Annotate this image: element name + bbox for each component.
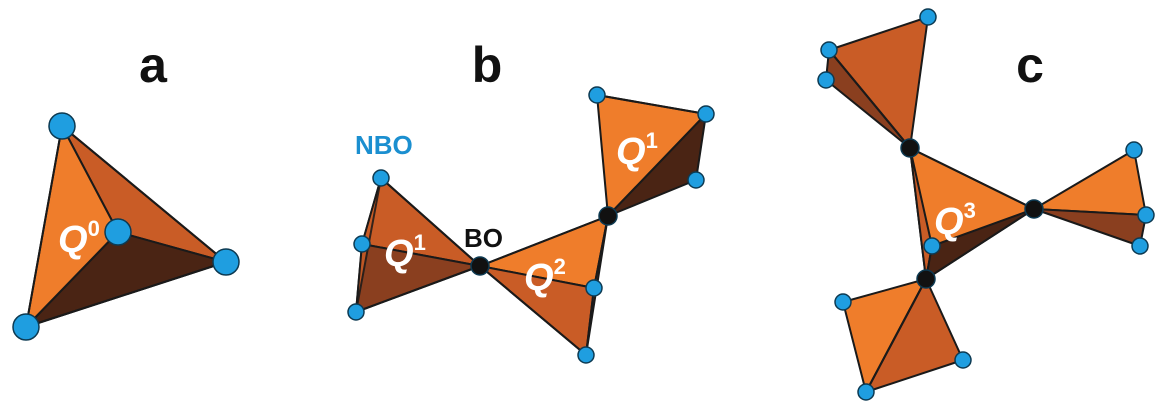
- nbo-atom: [353, 235, 371, 253]
- nbo-atom: [347, 303, 365, 321]
- nbo-atom: [48, 112, 76, 140]
- tetra-edge: [828, 49, 911, 149]
- tetra-edge: [25, 125, 63, 328]
- bo-atom: [900, 138, 920, 158]
- nbo-atom: [1131, 237, 1149, 255]
- nbo-atom: [577, 346, 595, 364]
- q-label-q1-top: Q1: [616, 128, 658, 173]
- nbo-atom: [923, 237, 941, 255]
- nbo-atom: [687, 171, 705, 189]
- panel-c: c Q3: [817, 8, 1155, 401]
- nbo-atom: [104, 218, 132, 246]
- bo-atom: [470, 256, 490, 276]
- tetra-edge: [380, 177, 481, 267]
- bo-atom: [1024, 199, 1044, 219]
- nbo-atom: [372, 169, 390, 187]
- tetra-face-bottom: [925, 208, 1035, 280]
- panel-a: a Q0: [12, 37, 240, 341]
- tetra-edge: [479, 265, 587, 356]
- tetra-edge: [479, 215, 609, 267]
- nbo-atom: [212, 248, 240, 276]
- nbo-atom: [697, 105, 715, 123]
- tetrahedron-c-top: [825, 16, 929, 149]
- nbo-atom: [1137, 206, 1155, 224]
- nbo-atom: [834, 293, 852, 311]
- tetra-edge: [596, 94, 707, 115]
- tetra-face-side: [607, 113, 707, 217]
- q-label-q2: Q2: [524, 254, 566, 299]
- panel-label-c: c: [1016, 37, 1044, 93]
- nbo-label: NBO: [355, 130, 413, 160]
- nbo-atom: [1125, 141, 1143, 159]
- nbo-atom: [954, 351, 972, 369]
- panel-label-a: a: [139, 37, 168, 93]
- tetra-edge: [61, 125, 227, 263]
- bo-label: BO: [464, 223, 503, 253]
- nbo-atom: [919, 8, 937, 26]
- tetra-face-upper: [1033, 149, 1147, 216]
- bo-atom: [598, 206, 618, 226]
- tetra-face-lower: [1033, 208, 1147, 247]
- tetrahedron-q0: [25, 125, 227, 328]
- nbo-atom: [857, 383, 875, 401]
- tetrahedron-q1-top: [596, 94, 707, 217]
- tetrahedron-c-right: [1033, 149, 1147, 247]
- panel-b: b NBO BO Q1 Q2 Q1: [347, 37, 715, 364]
- q-label-q0: Q0: [58, 216, 100, 261]
- q-label-q1-left: Q1: [384, 230, 426, 275]
- tetra-edge: [909, 147, 1035, 210]
- tetra-edge: [355, 265, 481, 313]
- bo-atom: [916, 269, 936, 289]
- nbo-atom: [585, 279, 603, 297]
- tetrahedron-c-bottom: [842, 278, 964, 393]
- nbo-atom: [588, 86, 606, 104]
- panel-label-b: b: [472, 37, 503, 93]
- nbo-atom: [817, 71, 835, 89]
- tetrahedron-q2: [479, 215, 609, 356]
- q-label-q3: Q3: [934, 198, 976, 243]
- tetra-edge: [25, 261, 227, 328]
- nbo-atom: [820, 41, 838, 59]
- tetra-edge: [865, 278, 927, 393]
- nbo-atom: [12, 313, 40, 341]
